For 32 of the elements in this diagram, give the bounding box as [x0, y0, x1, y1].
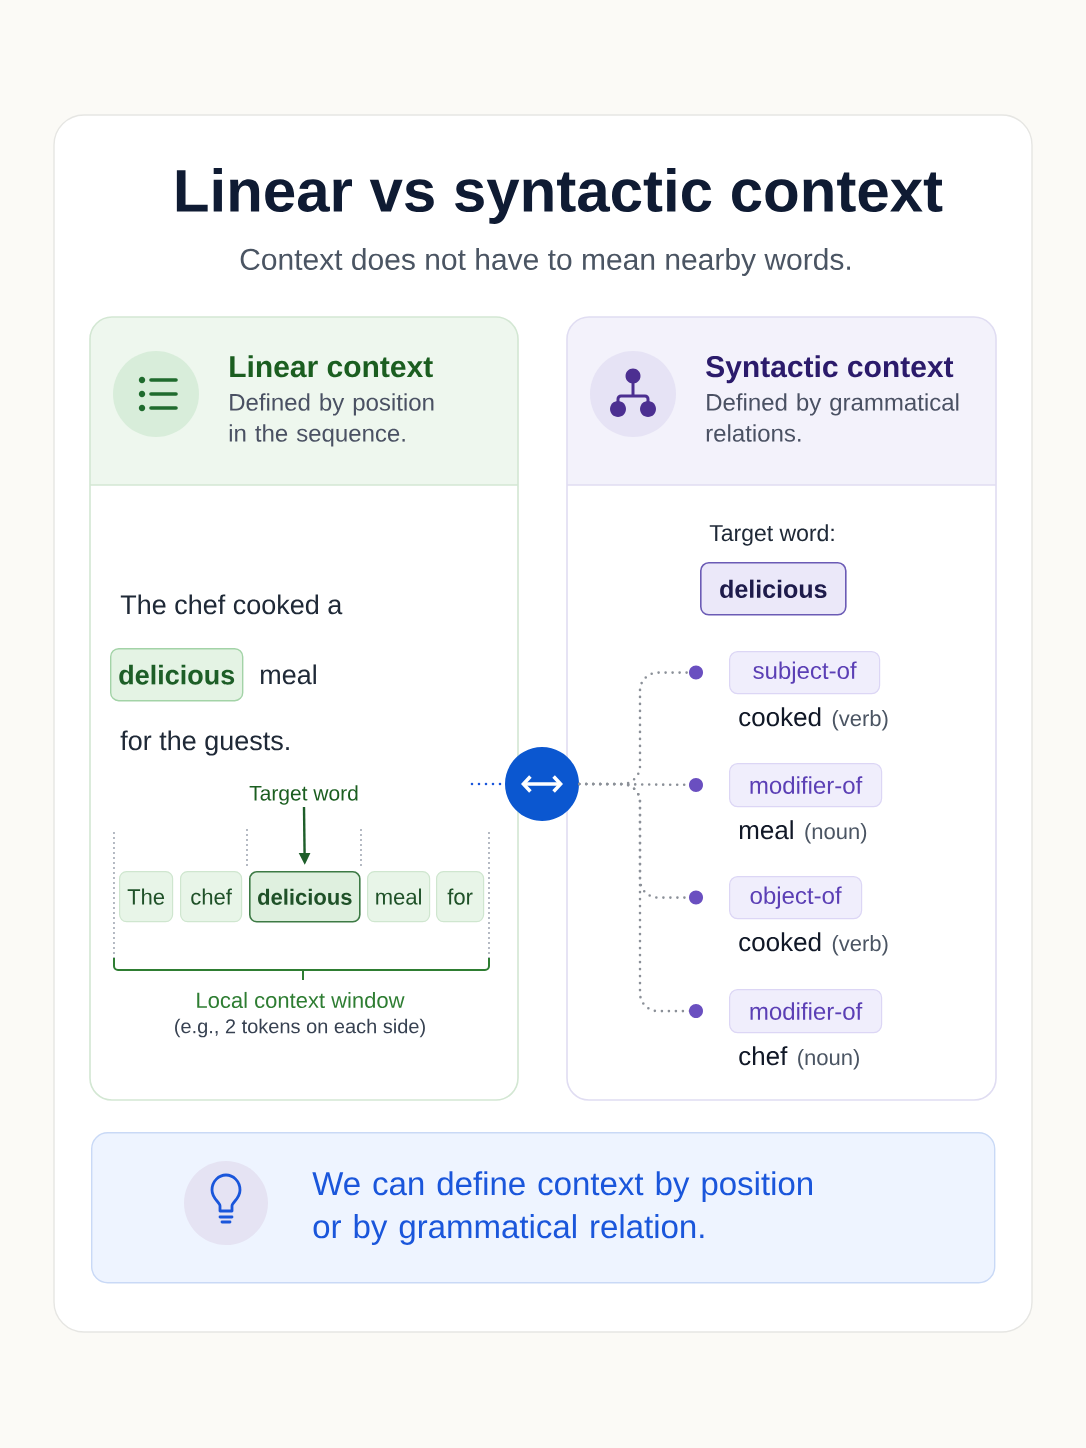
sentence-text: The chef cooked a	[120, 594, 343, 615]
token-box: delicious	[249, 871, 361, 923]
word-class-label: (verb)	[832, 710, 888, 731]
token-box: for	[436, 871, 485, 923]
relation-tag: subject-of	[729, 651, 881, 695]
sentence-text: for the guests.	[120, 730, 289, 756]
summary-box: We can define context by position or by grammatical relation.	[91, 1132, 996, 1284]
panel-heading: Syntactic context	[706, 355, 954, 384]
caption-label: Target word:	[709, 524, 834, 546]
related-word: cooked	[739, 932, 821, 952]
word-highlight-box: delicious	[110, 648, 244, 702]
panel-heading: Linear context	[230, 355, 433, 378]
subtitle: Context does not have to mean nearby words.	[240, 248, 850, 276]
relation-tag: object-of	[729, 876, 863, 920]
bracket-label: Local context window	[197, 991, 405, 1009]
relation-tag: modifier-of	[729, 989, 883, 1034]
bracket-note: (e.g., 2 tokens on each side)	[175, 1018, 425, 1038]
word-class-label: (verb)	[832, 935, 888, 956]
token-box: The	[119, 871, 174, 923]
token-box: meal	[367, 871, 431, 923]
title: Linear vs syntactic context	[176, 168, 943, 224]
related-word: cooked	[739, 707, 821, 727]
token-box: chef	[180, 871, 243, 923]
word-class-label: (noun)	[805, 823, 867, 844]
word-class-label: (noun)	[798, 1049, 859, 1070]
annotation-label: Target word	[249, 785, 358, 805]
panel-description: Defined by position in the sequence.	[229, 393, 434, 447]
panel-description: Defined by grammatical relations.	[706, 393, 959, 442]
target-word-box: delicious	[700, 562, 847, 616]
related-word: meal	[739, 820, 793, 840]
related-word: chef	[739, 1046, 788, 1066]
relation-tag: modifier-of	[729, 763, 883, 808]
